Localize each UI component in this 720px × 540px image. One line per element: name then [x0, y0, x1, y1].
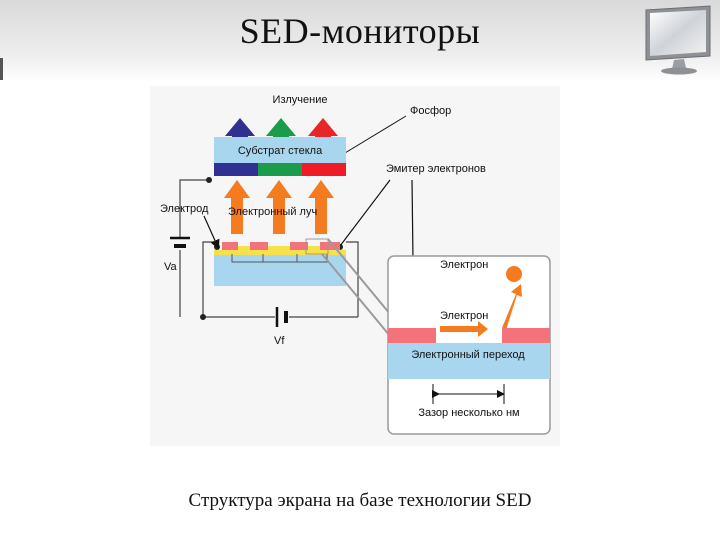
emitter-gap-1 [238, 246, 250, 252]
slide-edge-marker [0, 58, 3, 80]
glass-substrate [214, 137, 346, 163]
inset-junction-strip [388, 343, 550, 379]
electron-beam-arrow-3 [308, 180, 334, 234]
sed-structure-diagram: Излучение Фосфор Субстрат стекла Va Vf Э… [160, 94, 551, 435]
electron-beam-arrow-1 [224, 180, 250, 234]
emitter-pad-4 [320, 242, 340, 250]
inset-electrode-left [388, 328, 436, 343]
slide-title: SED-мониторы [239, 11, 481, 51]
emitter-pad-3 [290, 242, 308, 250]
phosphor-strip-green [258, 163, 302, 176]
label-electron-emitter: Эмитер электронов [386, 163, 486, 175]
label-electrode: Электрод [160, 203, 209, 215]
label-phosphor: Фосфор [410, 105, 451, 117]
slide-caption: Структура экрана на базе технологии SED [188, 490, 532, 511]
node-bottom-left [200, 314, 206, 320]
leader-phosphor [339, 115, 407, 157]
zoom-highlight [305, 238, 329, 255]
wire-bottom [202, 241, 214, 317]
label-vf: Vf [274, 335, 285, 347]
electron-motion-arrow [440, 321, 488, 337]
emitter-pad-2 [250, 242, 268, 250]
monitor-icon [645, 5, 711, 75]
phosphor-strip-blue [214, 163, 258, 176]
leader-emitter-1 [339, 179, 391, 247]
label-electron-beam: Электронный луч [228, 206, 317, 218]
leader-electrode [203, 215, 220, 250]
label-va: Va [164, 261, 178, 273]
zoom-line-top [327, 238, 391, 315]
emitter-gap-2 [268, 246, 290, 252]
emitter-pad-1 [222, 242, 238, 250]
emitter-base-strip [214, 250, 346, 255]
label-gap: Зазор несколько нм [418, 407, 519, 419]
wire-top [179, 179, 209, 238]
emitter-wiring [231, 254, 328, 263]
header-band [0, 0, 720, 82]
emitter-substrate [214, 254, 346, 286]
electron-beam-arrow-2 [266, 180, 292, 234]
diagram-panel: Излучение Фосфор Субстрат стекла Va Vf Э… [150, 86, 560, 446]
label-electron-moving: Электрон [440, 310, 488, 322]
emitter-gap-3 [308, 246, 320, 252]
label-electron-top: Электрон [440, 259, 488, 271]
phosphor-strip-red [302, 163, 346, 176]
inset-electrode-right [502, 328, 550, 343]
wire-right [346, 241, 359, 317]
zoom-line-bottom [321, 253, 391, 337]
label-electron-junction: Электронный переход [411, 349, 525, 361]
label-glass-substrate: Субстрат стекла [238, 145, 323, 157]
label-emission: Излучение [273, 94, 328, 106]
electron-emitted-dot [506, 266, 522, 282]
electron-rise-arrow [502, 284, 522, 330]
node-top [206, 177, 212, 183]
